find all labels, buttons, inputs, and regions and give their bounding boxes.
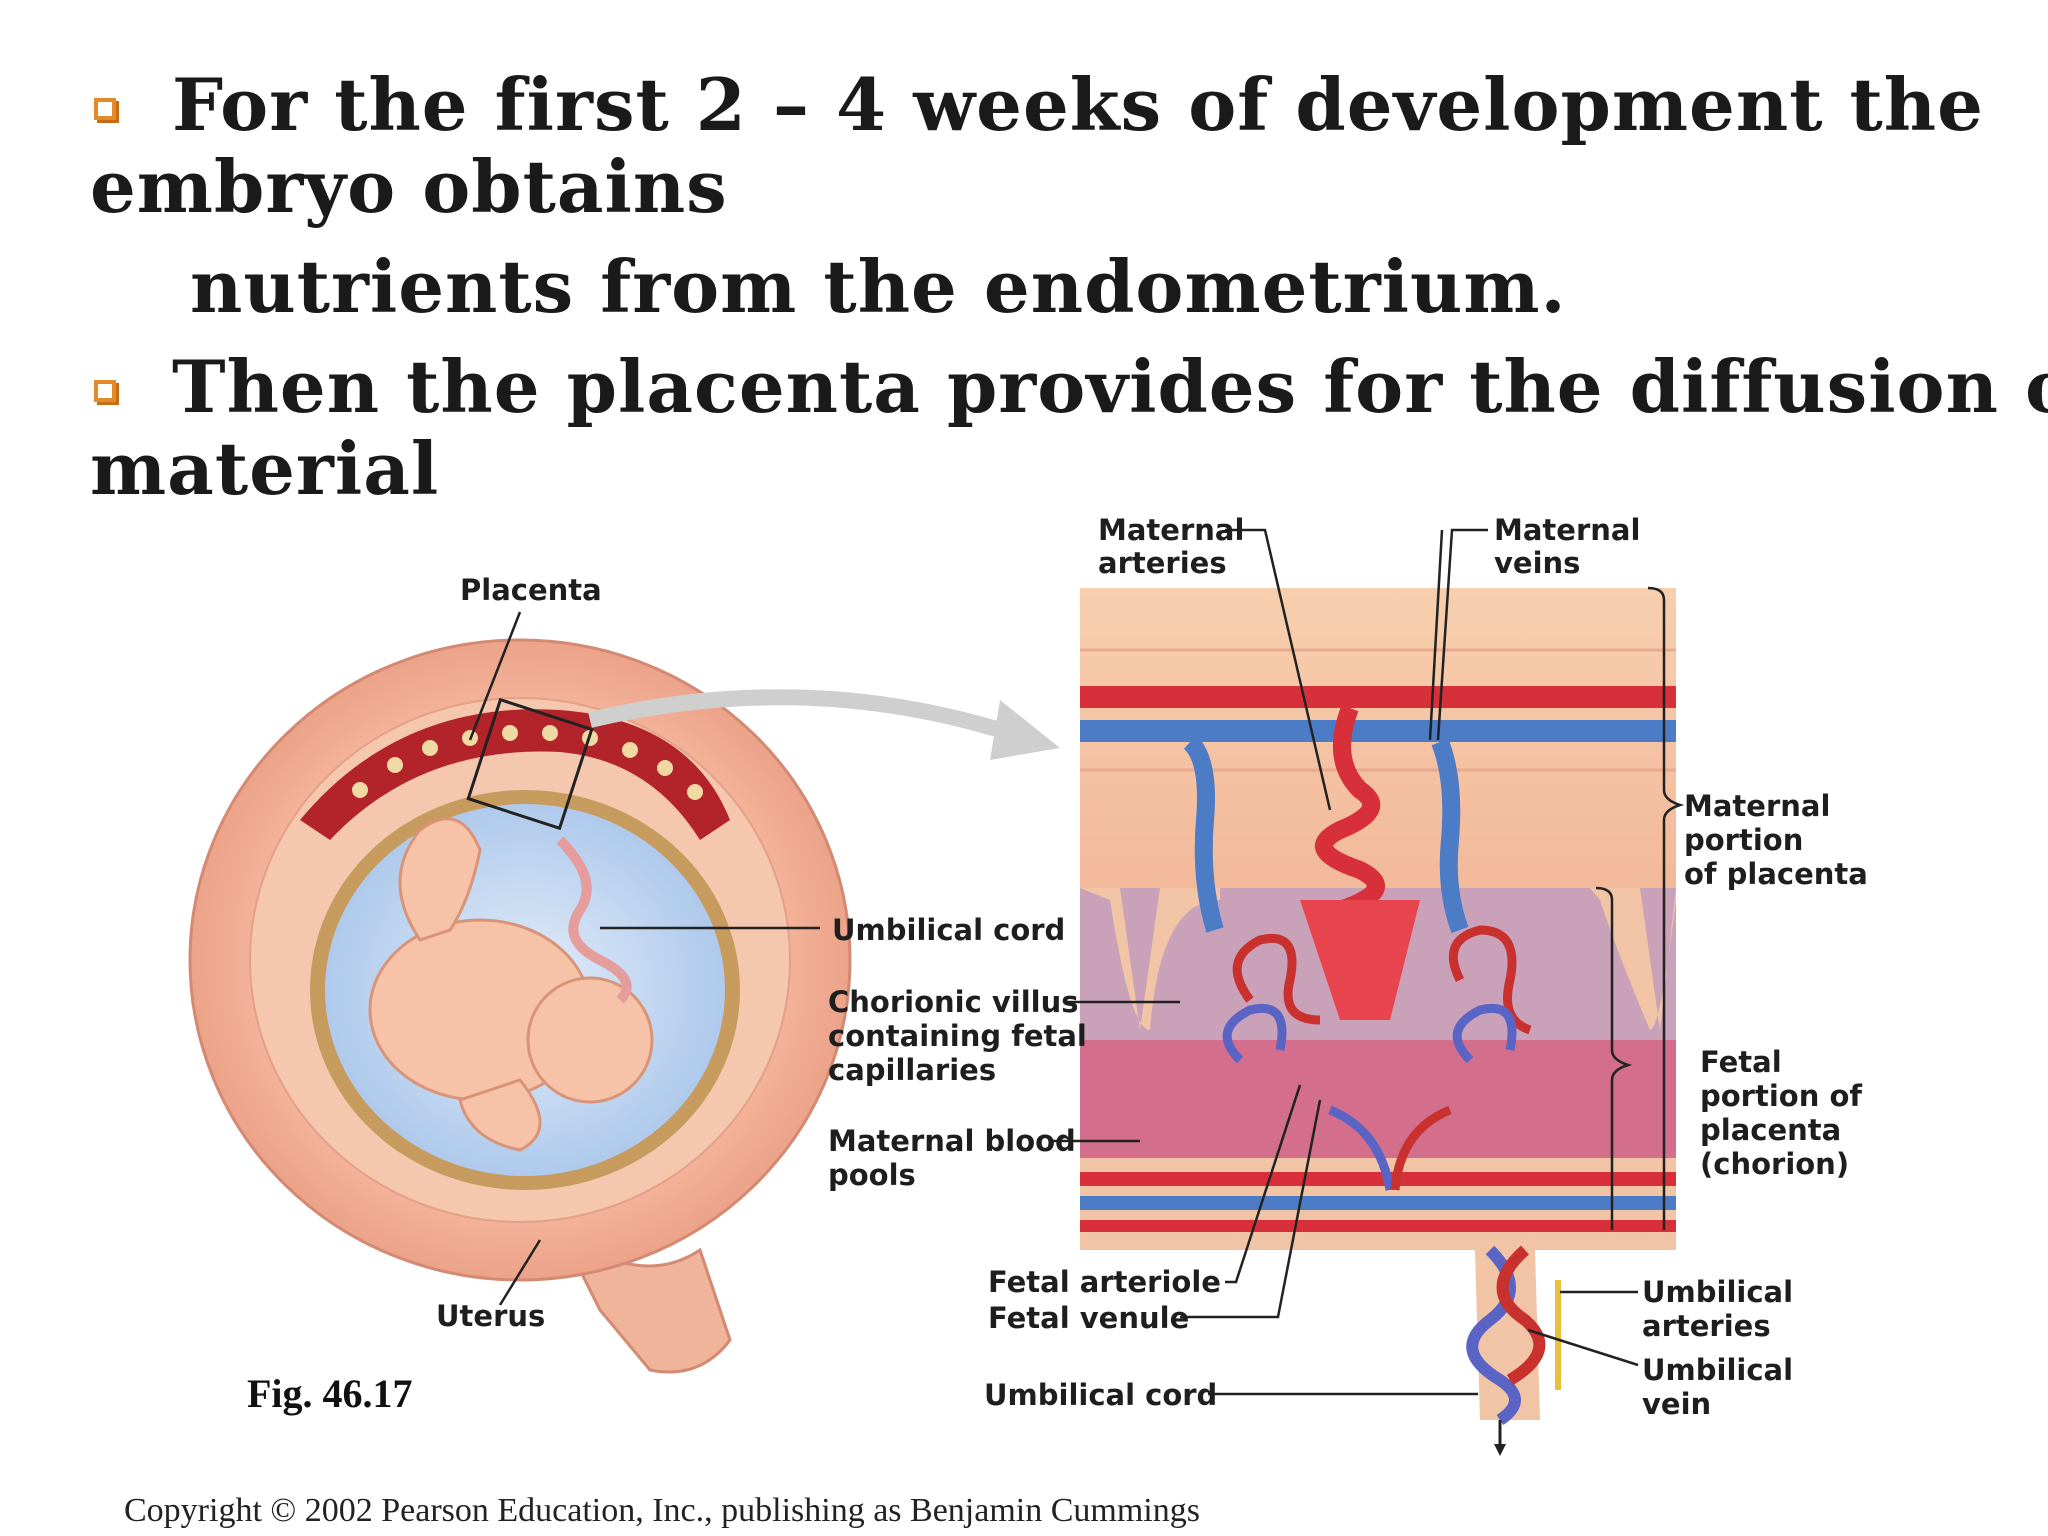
bullet-1-line-2: embryo obtains [90,144,728,229]
label-umbilical-vein-1: Umbilical [1642,1353,1793,1387]
maternal-vein-left [1183,735,1224,933]
label-fetal-portion-4: (chorion) [1700,1147,1849,1181]
maternal-vein-band [1080,720,1676,742]
label-uterus: Uterus [436,1299,545,1333]
bullet-2-line-2: material [90,426,440,511]
label-maternal-portion-3: of placenta [1684,857,1868,891]
bullet-2-line-1: Then the placenta provides for the diffu… [172,344,2048,429]
bullet-marker-2 [94,380,116,402]
zoom-arrow [588,689,1003,738]
label-fetal-arteriole: Fetal arteriole [988,1265,1221,1299]
maternal-vein-right [1431,738,1469,934]
leader-lines [468,528,1685,1396]
label-fetal-portion-3: placenta [1700,1113,1841,1147]
bullet-1-line-1: For the first 2 – 4 weeks of development… [172,62,1984,147]
label-umbilical-cord-bottom: Umbilical cord [984,1378,1217,1412]
label-maternal-blood-pools-1: Maternal blood [828,1124,1076,1158]
label-maternal-veins-2: veins [1494,546,1580,580]
label-umbilical-vein-2: vein [1642,1387,1711,1421]
chorionic-villi [1222,925,1532,1191]
blood-pool-red [1080,1040,1676,1158]
label-chorionic-villus-1: Chorionic villus [828,985,1079,1019]
label-placenta: Placenta [460,573,602,607]
maternal-artery-band [1080,686,1676,708]
label-maternal-arteries-2: arteries [1098,546,1227,580]
label-fetal-portion-1: Fetal [1700,1045,1782,1079]
copyright-notice: Copyright © 2002 Pearson Education, Inc.… [124,1492,1200,1529]
label-maternal-arteries-1: Maternal [1098,513,1244,547]
label-maternal-portion-1: Maternal [1684,789,1830,823]
fetus [368,817,654,1152]
label-umbilical-arteries-1: Umbilical [1642,1275,1793,1309]
zoom-arrow-head [990,700,1060,760]
label-maternal-blood-pools-2: pools [828,1158,916,1192]
uterus-illustration [188,638,1060,1374]
label-umbilical-cord-left: Umbilical cord [832,913,1065,947]
label-umbilical-arteries-2: arteries [1642,1309,1771,1343]
villi-dots [352,725,703,800]
placenta-cross-section [1080,588,1676,1456]
label-maternal-veins-1: Maternal [1494,513,1640,547]
maternal-artery-coil [1315,704,1385,919]
label-chorionic-villus-3: capillaries [828,1053,996,1087]
blood-pool-spurt [1300,900,1420,1020]
yellow-nerve [1555,1280,1561,1390]
label-maternal-portion-2: portion [1684,823,1803,857]
figure-labels: Placenta Uterus Umbilical cord Chorionic… [436,513,1868,1421]
label-fetal-portion-2: portion of [1700,1079,1862,1113]
figure-caption: Fig. 46.17 [247,1371,413,1416]
label-chorionic-villus-2: containing fetal [828,1019,1087,1053]
placenta-red-band [300,709,730,840]
bullet-1-line-3: nutrients from the endometrium. [190,244,1567,329]
umbilical-cord-coil [556,836,632,1004]
zoom-box [466,697,594,831]
label-fetal-venule: Fetal venule [988,1301,1189,1335]
bullet-marker-1 [94,98,116,120]
